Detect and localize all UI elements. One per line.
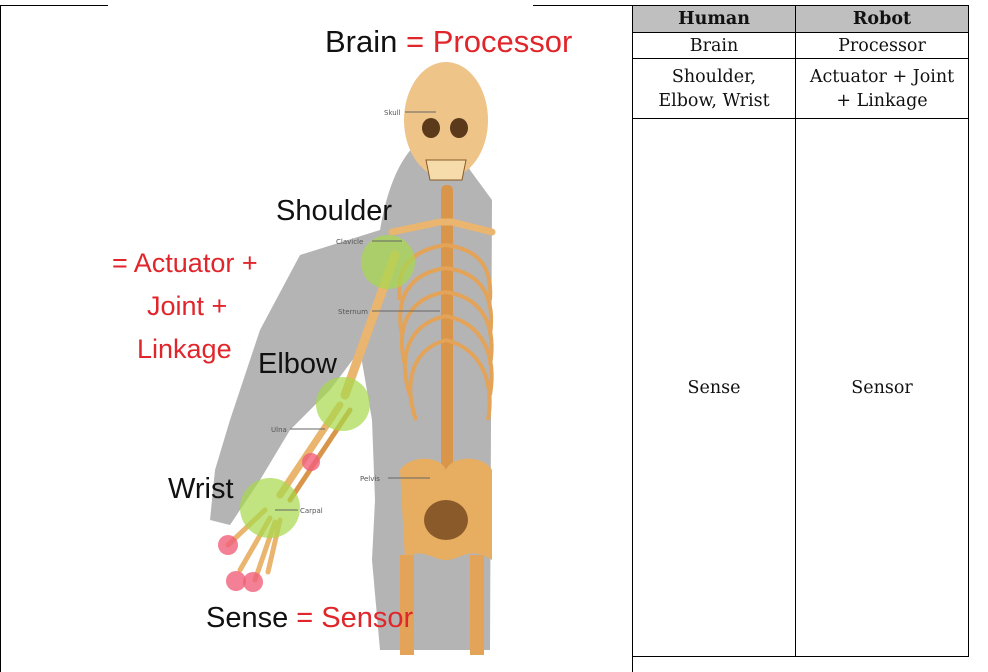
brain-equals: = [406,24,424,59]
human-robot-table: Human Robot Brain Processor Shoulder, El… [632,5,969,657]
actuator-label-line1: = Actuator + [112,250,258,277]
pelvis-opening [424,500,468,540]
eye-socket-left [422,118,440,138]
sensor-dot-finger-2 [226,571,246,591]
cell-robot-actuator: Actuator + Joint + Linkage [796,59,969,119]
cell-human-sense: Sense [633,119,796,657]
cell-human-joints: Shoulder, Elbow, Wrist [633,59,796,119]
shoulder-joint [361,235,415,289]
eye-socket-right [450,118,468,138]
cell-robot-processor: Processor [796,33,969,59]
sense-word: Sense [206,602,288,634]
table-row: Brain Processor [633,33,969,59]
sensor-dot-finger-1 [218,535,238,555]
cell-robot-actuator-line2: + Linkage [796,89,968,113]
skeleton-illustration [0,0,632,672]
table-row: Shoulder, Elbow, Wrist Actuator + Joint … [633,59,969,119]
bone-label-sternum: Sternum [338,308,368,316]
skeleton-figure: Skull Clavicle Sternum Ulna Pelvis Carpa… [0,0,632,672]
bone-label-pelvis: Pelvis [360,475,380,483]
processor-word: Processor [433,24,573,59]
cell-human-joints-line1: Shoulder, [633,65,795,89]
bone-label-ulna: Ulna [271,426,287,434]
table-row: Sense Sensor [633,119,969,657]
cell-robot-sensor: Sensor [796,119,969,657]
femur-right [470,555,484,655]
brain-word: Brain [325,24,397,59]
actuator-label-line3: Linkage [137,336,232,363]
bone-label-clavicle: Clavicle [336,238,363,246]
cell-human-joints-line2: Elbow, Wrist [633,89,795,113]
brain-processor-title: Brain = Processor [325,26,572,57]
sense-sensor-caption: Sense = Sensor [206,604,413,633]
elbow-joint [316,377,370,431]
wrist-joint [240,478,300,538]
sensor-dot-forearm [302,453,320,471]
header-human: Human [633,6,796,33]
shoulder-label: Shoulder [276,197,392,226]
spine-shape [441,185,453,475]
sensor-dot-finger-3 [243,572,263,592]
table-header-row: Human Robot [633,6,969,33]
sense-equals: = [296,602,313,634]
cell-robot-actuator-line1: Actuator + Joint [796,65,968,89]
elbow-label: Elbow [258,350,337,379]
sensor-word: Sensor [321,602,413,634]
bone-label-carpal: Carpal [300,507,323,515]
header-robot: Robot [796,6,969,33]
cell-human-brain: Brain [633,33,796,59]
jaw-shape [426,160,466,180]
bone-label-skull: Skull [384,109,401,117]
wrist-label: Wrist [168,475,234,504]
actuator-label-line2: Joint + [147,293,227,320]
